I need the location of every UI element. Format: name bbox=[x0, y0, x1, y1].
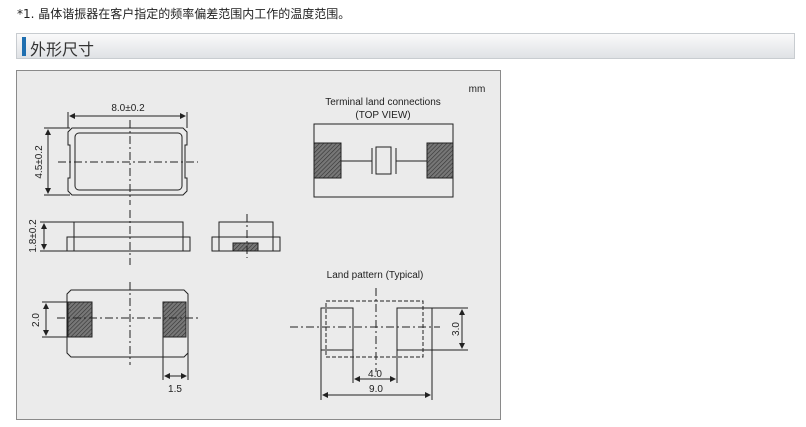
header-accent-bar bbox=[22, 37, 26, 56]
land-pattern-title: Land pattern (Typical) bbox=[327, 270, 424, 281]
dimension-drawing: mm 8.0±0.2 4.5±0.2 1.8±0.2 bbox=[28, 84, 486, 400]
section-header: 外形尺寸 bbox=[16, 33, 795, 59]
section-title: 外形尺寸 bbox=[30, 40, 95, 59]
bottom-view: 2.0 1.5 bbox=[31, 282, 200, 395]
land-dim-height: 3.0 bbox=[451, 322, 462, 336]
land-pattern-view: Land pattern (Typical) 3.0 4.0 9.0 bbox=[290, 270, 468, 400]
dim-width: 4.5±0.2 bbox=[34, 145, 45, 179]
dim-length: 8.0±0.2 bbox=[111, 103, 145, 114]
side-view: 1.8±0.2 bbox=[28, 210, 191, 265]
land-dim-gap: 4.0 bbox=[368, 369, 382, 380]
terminal-connections-view: Terminal land connections (TOP VIEW) bbox=[313, 97, 454, 198]
dim-pad-height: 2.0 bbox=[31, 313, 42, 327]
terminal-subtitle: (TOP VIEW) bbox=[355, 110, 410, 121]
unit-label: mm bbox=[469, 84, 486, 95]
dim-pad-width: 1.5 bbox=[168, 384, 182, 395]
terminal-title: Terminal land connections bbox=[325, 97, 441, 108]
footnote: *1. 晶体谐振器在客户指定的频率偏差范围内工作的温度范围。 bbox=[17, 7, 351, 21]
land-dim-total: 9.0 bbox=[369, 384, 383, 395]
dim-height: 1.8±0.2 bbox=[28, 219, 39, 253]
end-view bbox=[211, 214, 281, 258]
top-view: 8.0±0.2 4.5±0.2 bbox=[34, 103, 198, 205]
